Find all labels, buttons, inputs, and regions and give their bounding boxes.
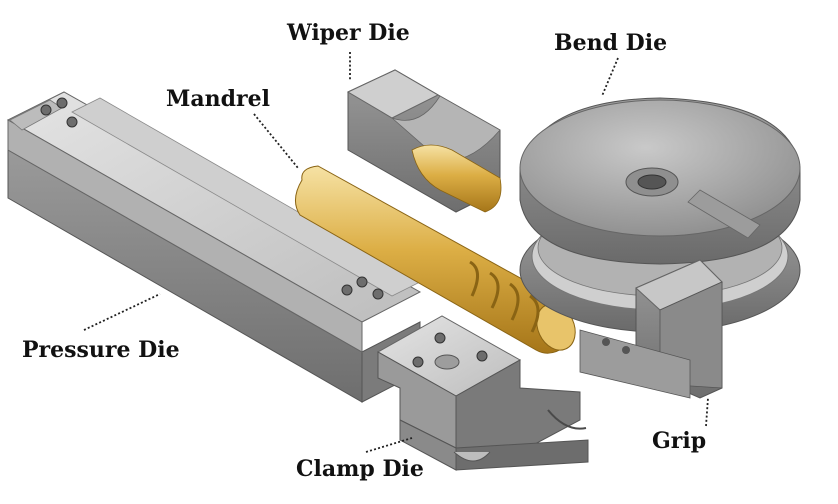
clamp-die-part: [376, 315, 589, 471]
mandrel-label: Mandrel: [166, 86, 270, 112]
grip-leader: [705, 397, 709, 427]
bend-die-leader: [601, 57, 619, 97]
bend-die-part: [519, 97, 801, 399]
pressure-die-label: Pressure Die: [22, 337, 180, 363]
wiper-die-part: [346, 69, 502, 213]
bend-die-label: Bend Die: [554, 30, 668, 56]
mandrel-leader: [253, 113, 299, 169]
pressure-die-part: [6, 91, 422, 403]
clamp-die-label: Clamp Die: [296, 456, 424, 482]
pressure-die-leader: [83, 293, 161, 331]
wiper-die-label: Wiper Die: [287, 20, 410, 46]
grip-label: Grip: [652, 428, 707, 454]
